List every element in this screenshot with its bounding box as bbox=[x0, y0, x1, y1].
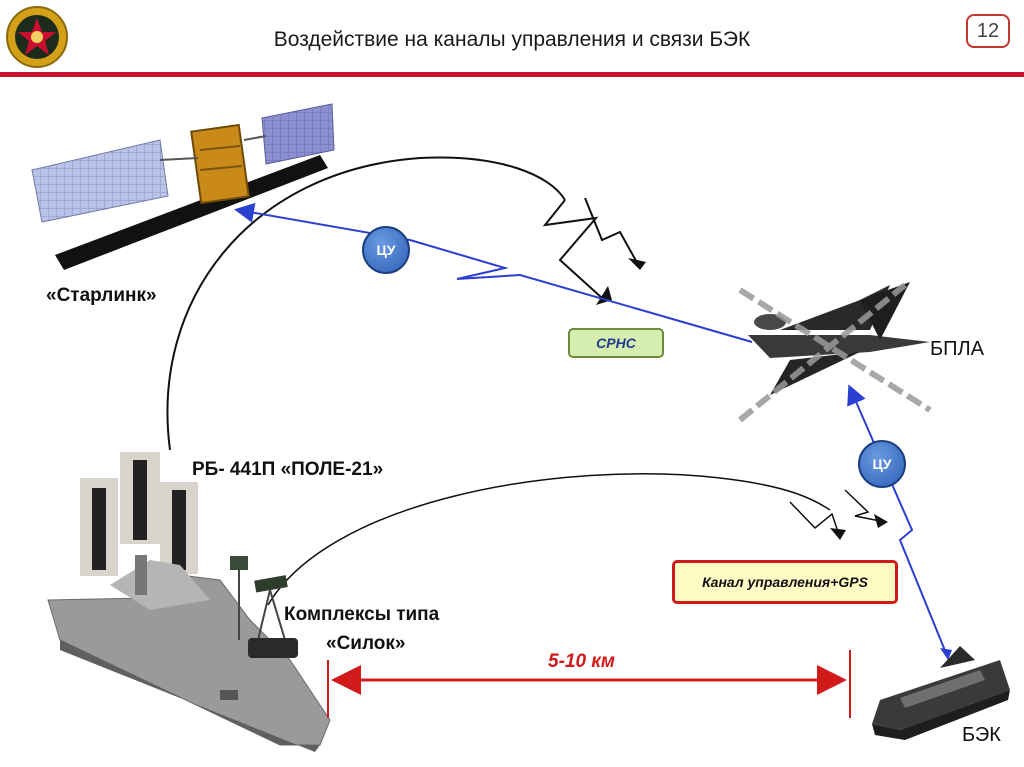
label-bek: БЭК bbox=[962, 724, 1001, 747]
label-starlink: «Старлинк» bbox=[46, 285, 157, 307]
label-silok-line1: Комплексы типа bbox=[284, 604, 439, 626]
label-bpla: БПЛА bbox=[930, 338, 984, 361]
cu-link-boat-drone bbox=[850, 388, 948, 658]
satellite-icon bbox=[32, 104, 334, 270]
jamming-zigzag-bottom bbox=[790, 502, 840, 538]
label-rb441: РБ- 441П «ПОЛЕ-21» bbox=[192, 459, 383, 481]
drone-icon bbox=[740, 282, 930, 420]
channel-box: Канал управления+GPS bbox=[672, 560, 898, 604]
cu-link-satellite-drone bbox=[238, 210, 752, 342]
distance-label: 5-10 км bbox=[548, 651, 615, 673]
srns-box: СРНС bbox=[568, 328, 664, 358]
cu-badge-top: ЦУ bbox=[362, 226, 410, 274]
label-silok-line2: «Силок» bbox=[326, 633, 405, 655]
cu-badge-right: ЦУ bbox=[858, 440, 906, 488]
jamming-zigzag-top bbox=[545, 200, 602, 298]
